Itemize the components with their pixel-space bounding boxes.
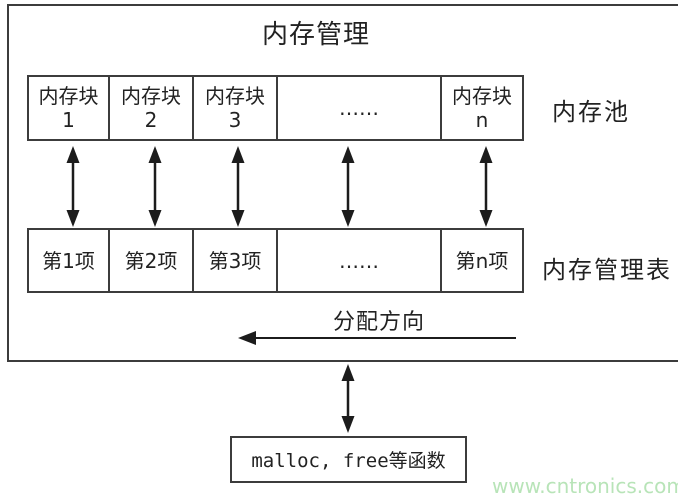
memory-block-index: 2 [144, 108, 158, 132]
functions-box: malloc, free等函数 [230, 436, 467, 483]
functions-double-arrow [341, 364, 355, 433]
table-entry-cell-n: 第n项 [442, 230, 522, 291]
allocation-direction-label: 分配方向 [333, 310, 426, 335]
memory-pool-label: 内存池 [552, 98, 630, 126]
management-table-label: 内存管理表 [542, 256, 672, 284]
table-entry-cell-ellipsis: …… [278, 230, 442, 291]
table-entry-text: 第3项 [208, 248, 262, 273]
table-entry-text: 第n项 [455, 248, 509, 273]
memory-block-name: 内存块 [121, 84, 181, 108]
memory-block-index: n [475, 108, 489, 132]
memory-block-name: 内存块 [38, 84, 99, 108]
diagram-title: 内存管理 [261, 20, 370, 50]
memory-block-cell-n: 内存块 n [442, 77, 522, 139]
ellipsis-text: …… [339, 248, 379, 273]
watermark-text: www.cntronics.com [492, 474, 678, 498]
table-entry-cell-2: 第2项 [110, 230, 194, 291]
memory-management-outer-box [7, 4, 678, 362]
memory-block-cell-ellipsis: …… [278, 77, 442, 139]
memory-block-cell-2: 内存块 2 [110, 77, 194, 139]
memory-block-cell-3: 内存块 3 [194, 77, 278, 139]
memory-block-index: 3 [228, 108, 242, 132]
functions-box-label: malloc, free等函数 [251, 450, 446, 472]
memory-block-name: 内存块 [205, 84, 265, 108]
ellipsis-text: …… [339, 96, 379, 120]
table-entry-cell-1: 第1项 [29, 230, 110, 291]
table-entry-text: 第2项 [124, 248, 178, 273]
table-entry-cell-3: 第3项 [194, 230, 278, 291]
table-entry-text: 第1项 [42, 248, 95, 273]
memory-block-index: 1 [62, 108, 75, 132]
management-table-row: 第1项 第2项 第3项 …… 第n项 [27, 228, 524, 293]
memory-block-name: 内存块 [452, 84, 512, 108]
memory-block-cell-1: 内存块 1 [29, 77, 110, 139]
memory-pool-row: 内存块 1 内存块 2 内存块 3 …… 内存块 n [27, 75, 524, 141]
